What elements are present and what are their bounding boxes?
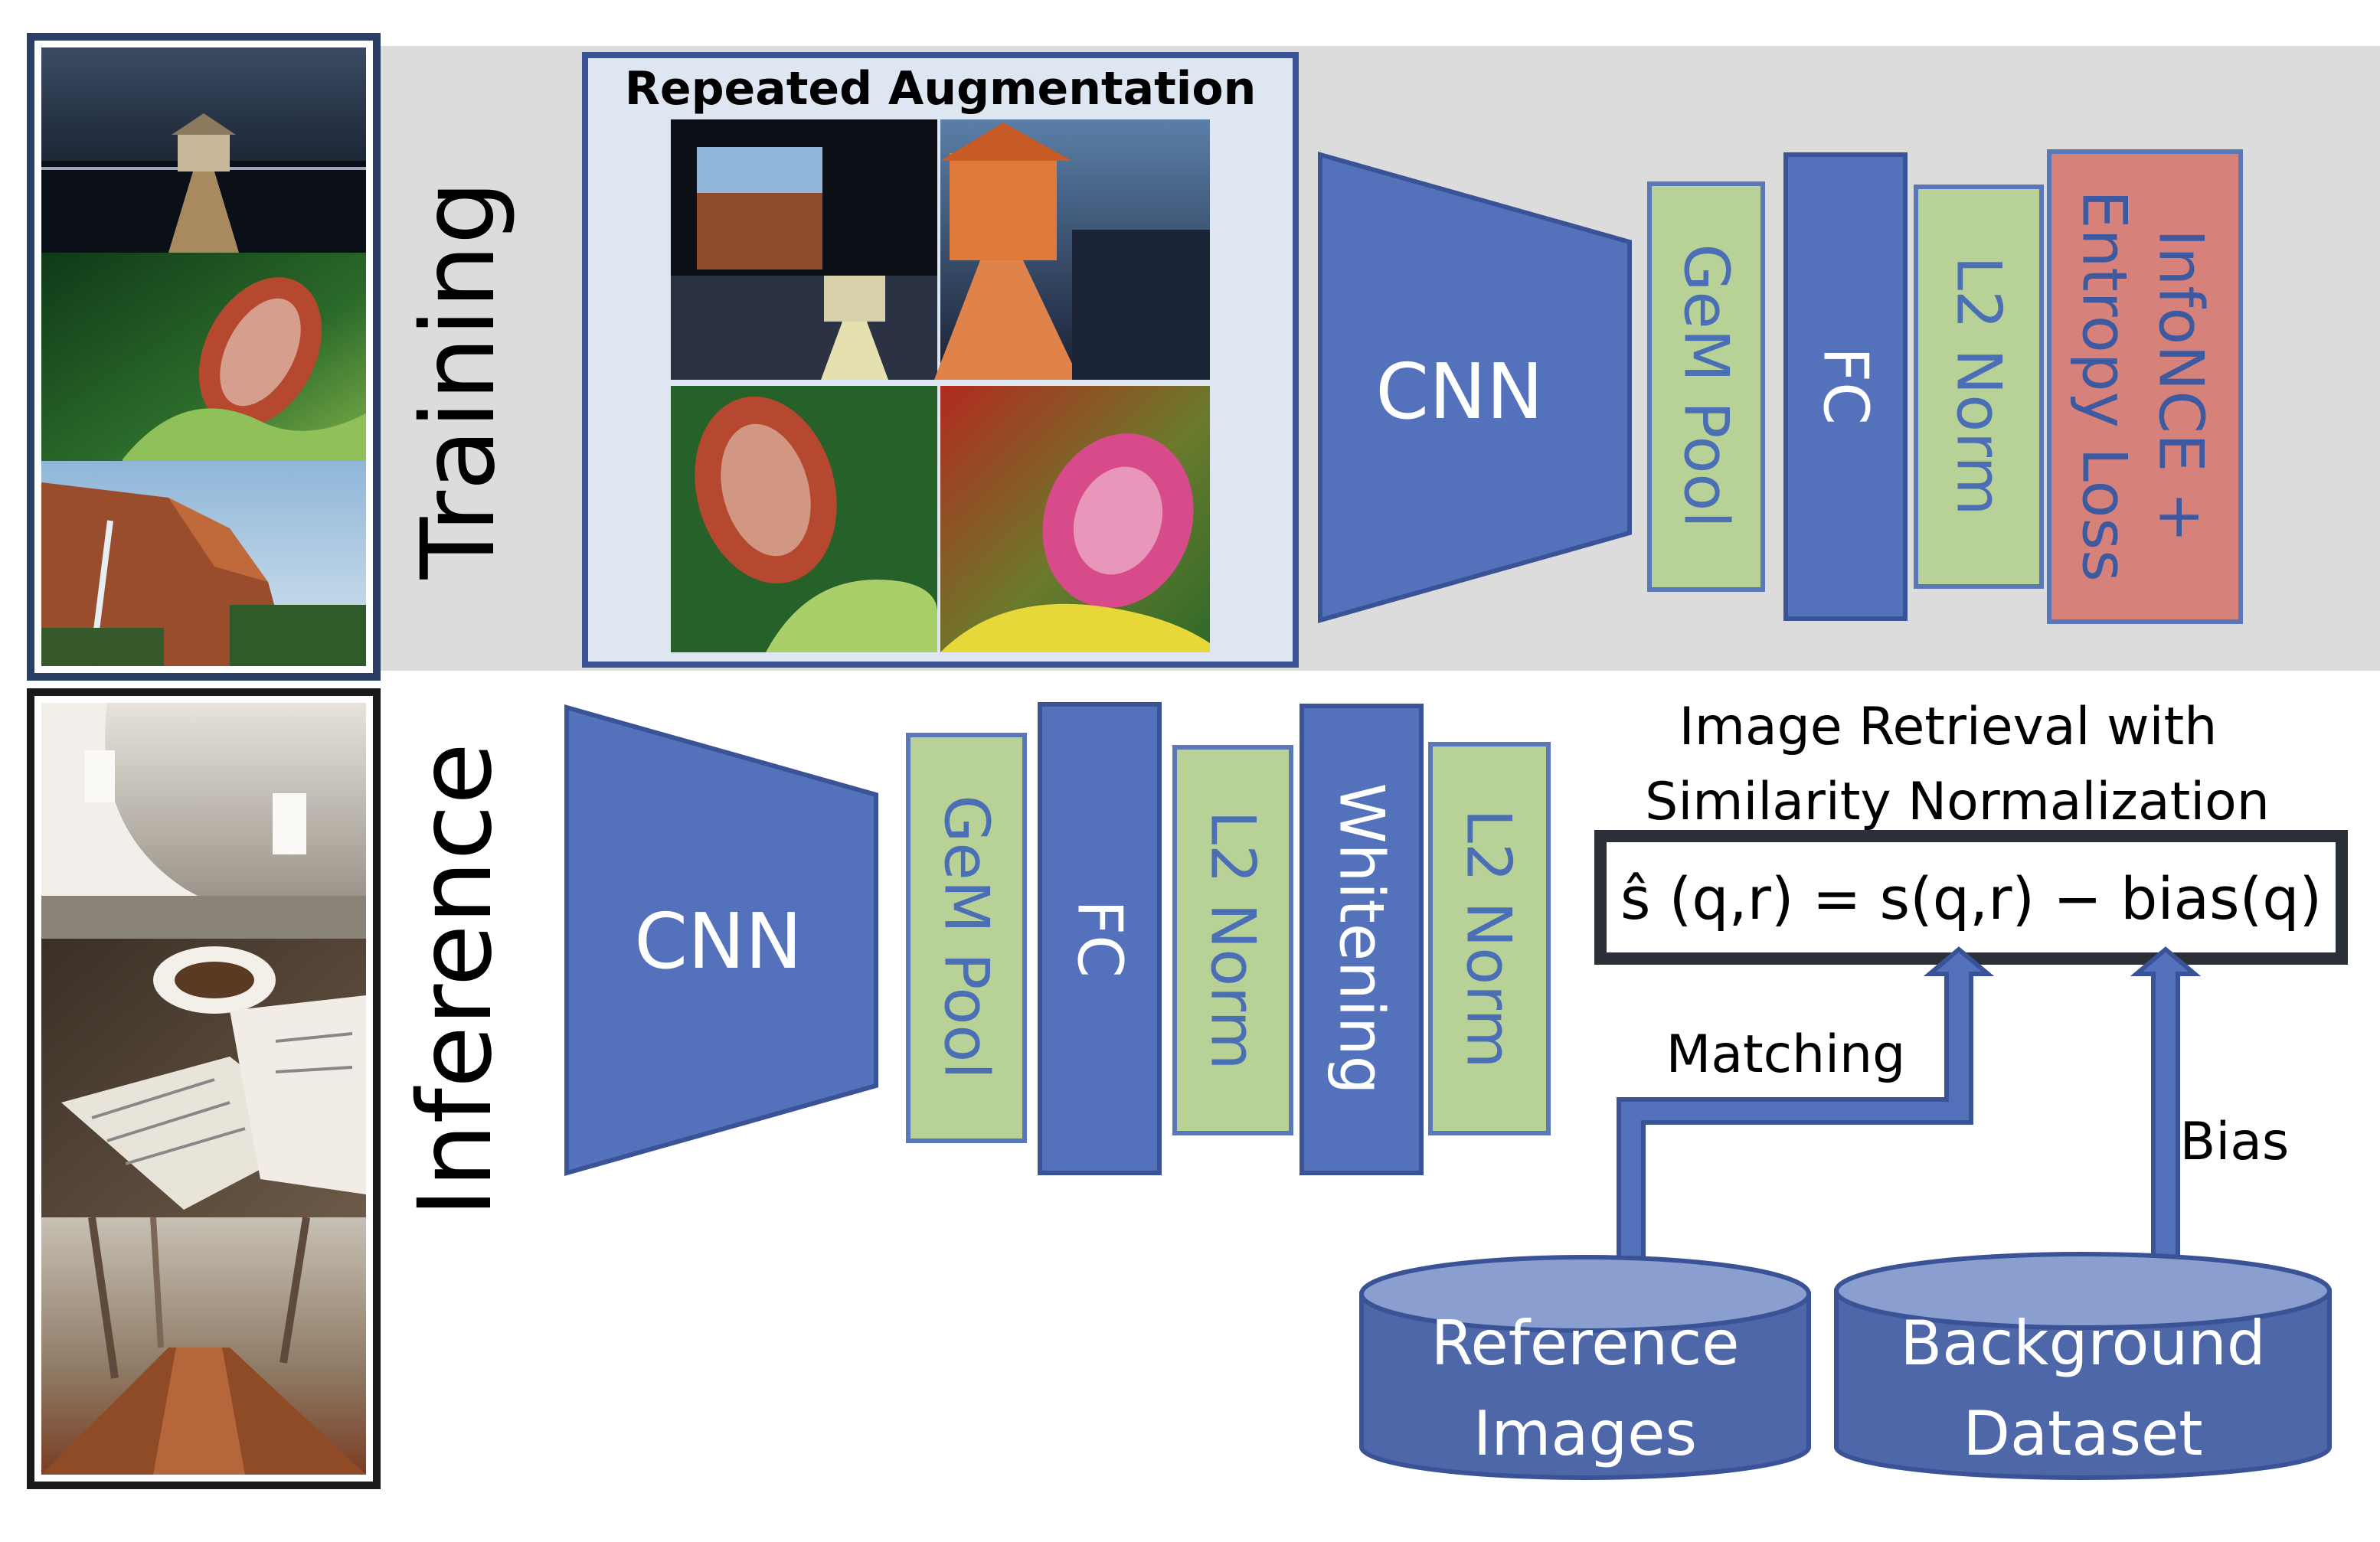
inference-l2-label-1: L2 Norm (1198, 810, 1269, 1070)
background-dataset-database: Background Dataset (1834, 1252, 2332, 1480)
training-loss-label-line1: InfoNCE + (2146, 229, 2217, 543)
image-boathouse-night (41, 47, 366, 253)
inference-cnn-label: CNN (634, 897, 802, 986)
inference-section-label: Inference (397, 743, 515, 1217)
image-butterfly (41, 253, 366, 461)
training-l2-norm-block: L2 Norm (1914, 185, 2044, 589)
background-label-line1: Background (1900, 1308, 2265, 1379)
augmented-image-butterfly-colored (940, 386, 1210, 652)
inference-gem-label: GeM Pool (931, 795, 1002, 1079)
reference-images-database: Reference Images (1359, 1255, 1811, 1480)
training-fc-label: FC (1810, 347, 1881, 425)
training-fc-block: FC (1783, 152, 1908, 621)
training-gem-label: GeM Pool (1671, 243, 1742, 528)
bias-label: Bias (2180, 1112, 2290, 1172)
inference-fc-block: FC (1038, 702, 1162, 1175)
image-white-room (41, 703, 366, 939)
inference-fc-label: FC (1064, 900, 1136, 978)
formula-text: ŝ (q,r) = s(q,r) − bias(q) (1620, 864, 2322, 933)
training-gem-pool-block: GeM Pool (1647, 181, 1765, 592)
bias-arrow (2130, 946, 2202, 1267)
training-loss-block: InfoNCE + Entropy Loss (2047, 149, 2243, 624)
inference-input-images (27, 688, 381, 1489)
training-l2-label: L2 Norm (1944, 256, 2015, 515)
inference-whitening-label: Whitening (1326, 782, 1398, 1094)
image-foggy-forest (41, 1217, 366, 1475)
inference-l2-norm-block-2: L2 Norm (1428, 742, 1551, 1135)
inference-whitening-block: Whitening (1300, 704, 1424, 1175)
augmented-image-butterfly-zoom (671, 386, 937, 652)
augmentation-panel: Repeated Augmentation (582, 52, 1299, 668)
inference-cnn-block: CNN (564, 704, 878, 1176)
augmentation-title: Repeated Augmentation (625, 62, 1257, 116)
training-section-label: Training (400, 181, 518, 580)
formula-box: ŝ (q,r) = s(q,r) − bias(q) (1594, 830, 2348, 965)
augmented-image-orange-boathouse (934, 119, 1210, 380)
reference-label-line1: Reference (1431, 1308, 1740, 1379)
training-loss-label-line2: Entropy Loss (2069, 190, 2140, 582)
inference-l2-label-2: L2 Norm (1453, 809, 1525, 1068)
reference-label-line2: Images (1473, 1398, 1697, 1469)
background-label-line2: Dataset (1963, 1398, 2202, 1469)
inference-l2-norm-block-1: L2 Norm (1172, 745, 1293, 1135)
training-cnn-label: CNN (1375, 347, 1543, 436)
training-input-images (27, 33, 381, 681)
image-canyon-waterfall (41, 461, 366, 667)
augmented-image-crop-collage (671, 119, 937, 380)
matching-arrow (1617, 946, 1995, 1270)
retrieval-title-line2: Similarity Normalization (1645, 772, 2270, 832)
training-cnn-block: CNN (1318, 152, 1632, 623)
retrieval-title-line1: Image Retrieval with (1679, 697, 2218, 757)
inference-gem-pool-block: GeM Pool (906, 733, 1027, 1143)
image-book-coffee (41, 939, 366, 1217)
matching-label: Matching (1666, 1024, 1906, 1085)
